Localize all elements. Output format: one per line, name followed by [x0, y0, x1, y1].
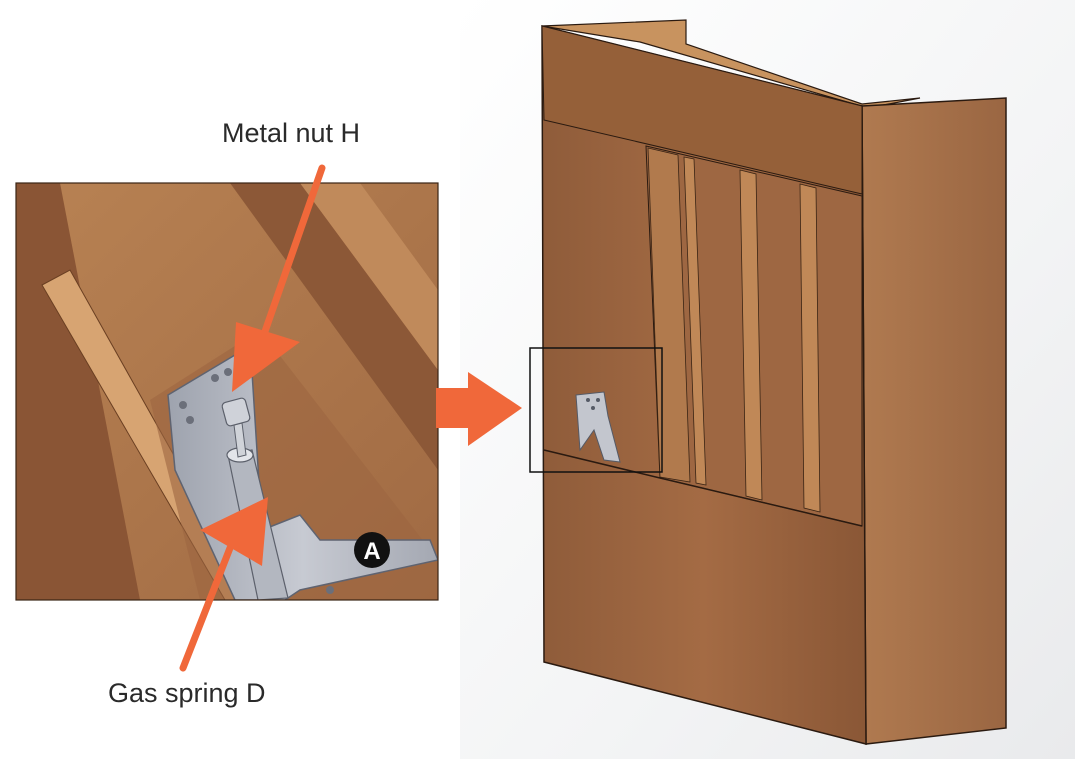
screw-hole	[591, 406, 595, 410]
label-badge-circle	[354, 532, 390, 568]
cabinet-bottom-rail-line	[543, 449, 863, 527]
screw-hole	[211, 374, 219, 382]
gas-spring-label: Gas spring D	[108, 678, 266, 708]
screw-hole	[186, 416, 194, 424]
label-badge: A	[363, 538, 380, 565]
cabinet-bracket	[575, 391, 621, 463]
slat	[683, 156, 707, 486]
slat	[739, 169, 763, 501]
metal-nut	[221, 397, 251, 427]
screw-hole	[596, 398, 600, 402]
inset-diagonal-board-light	[300, 183, 438, 370]
slat	[647, 147, 691, 483]
slat	[799, 183, 821, 513]
screw-hole	[224, 368, 232, 376]
cabinet-top-edge	[541, 19, 921, 109]
screw-hole	[326, 586, 334, 594]
metal-nut-arrow-shaft	[258, 164, 326, 344]
gas-spring-arrow-shaft	[179, 544, 234, 672]
cabinet	[529, 19, 1007, 745]
pointer-arrows	[179, 164, 522, 672]
screw-hole	[586, 398, 590, 402]
big-arrow-head	[468, 372, 522, 446]
metal-nut-label: Metal nut H	[222, 118, 361, 148]
gas-spring-arrow-head	[200, 497, 268, 566]
big-arrow-body	[436, 388, 472, 428]
metal-nut-arrow-head	[232, 322, 300, 392]
inset-diagonal-board-dark	[230, 183, 438, 470]
cabinet-top-rail	[541, 25, 863, 195]
detail-highlight-box	[529, 347, 663, 473]
cabinet-side-panel	[861, 97, 1007, 745]
screw-hole	[179, 401, 187, 409]
